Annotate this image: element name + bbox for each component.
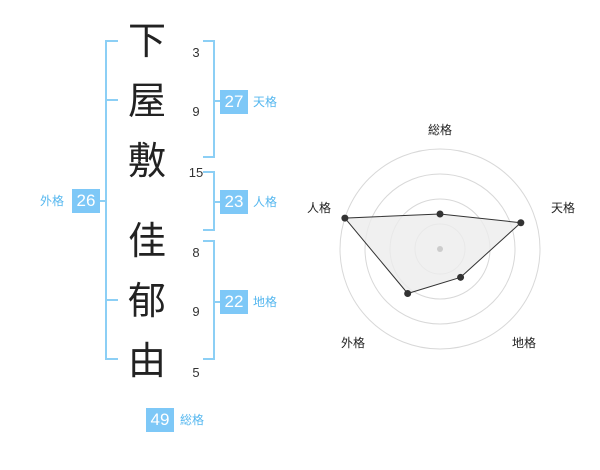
radar-point-4 — [404, 289, 412, 297]
stroke-count-3: 15 — [188, 165, 204, 180]
name-char-2: 屋 — [127, 79, 166, 123]
radar-point-1 — [436, 210, 444, 218]
chikaku-label: 地格 — [253, 295, 278, 309]
radar-ring-4 — [339, 148, 541, 350]
radar-axis-label-2: 天格 — [551, 200, 575, 215]
radar-axis-label-3: 地格 — [512, 335, 536, 350]
name-char-4: 佳 — [127, 219, 166, 263]
radar-ring-3 — [364, 173, 516, 325]
jinkaku-score: 23 — [220, 190, 248, 214]
stroke-count-1: 3 — [192, 45, 200, 60]
stroke-count-5: 9 — [192, 304, 200, 319]
name-char-1: 下 — [127, 19, 166, 63]
soukaku-score: 49 — [146, 408, 174, 432]
radar-axis-label-5: 人格 — [307, 200, 331, 215]
stroke-count-4: 8 — [192, 245, 200, 260]
radar-axis-label-4: 外格 — [341, 335, 365, 350]
chikaku-score: 22 — [220, 290, 248, 314]
tenkaku-score: 27 — [220, 90, 248, 114]
radar-center-dot — [437, 246, 443, 252]
name-char-3: 敷 — [127, 139, 166, 183]
radar-shape — [343, 213, 522, 295]
gaikaku-score: 26 — [72, 189, 100, 213]
jinkaku-label: 人格 — [253, 195, 278, 209]
soukaku-label: 総格 — [180, 413, 205, 427]
stroke-count-6: 5 — [192, 365, 200, 380]
name-char-5: 郁 — [127, 279, 166, 323]
gaikaku-label: 外格 — [40, 194, 65, 208]
radar-point-3 — [457, 273, 465, 281]
radar-axis-label-1: 総格 — [428, 122, 452, 137]
tenkaku-label: 天格 — [253, 95, 278, 109]
radar-point-2 — [517, 219, 525, 227]
radar-point-5 — [341, 214, 349, 222]
stroke-count-2: 9 — [192, 104, 200, 119]
name-char-6: 由 — [127, 339, 166, 383]
